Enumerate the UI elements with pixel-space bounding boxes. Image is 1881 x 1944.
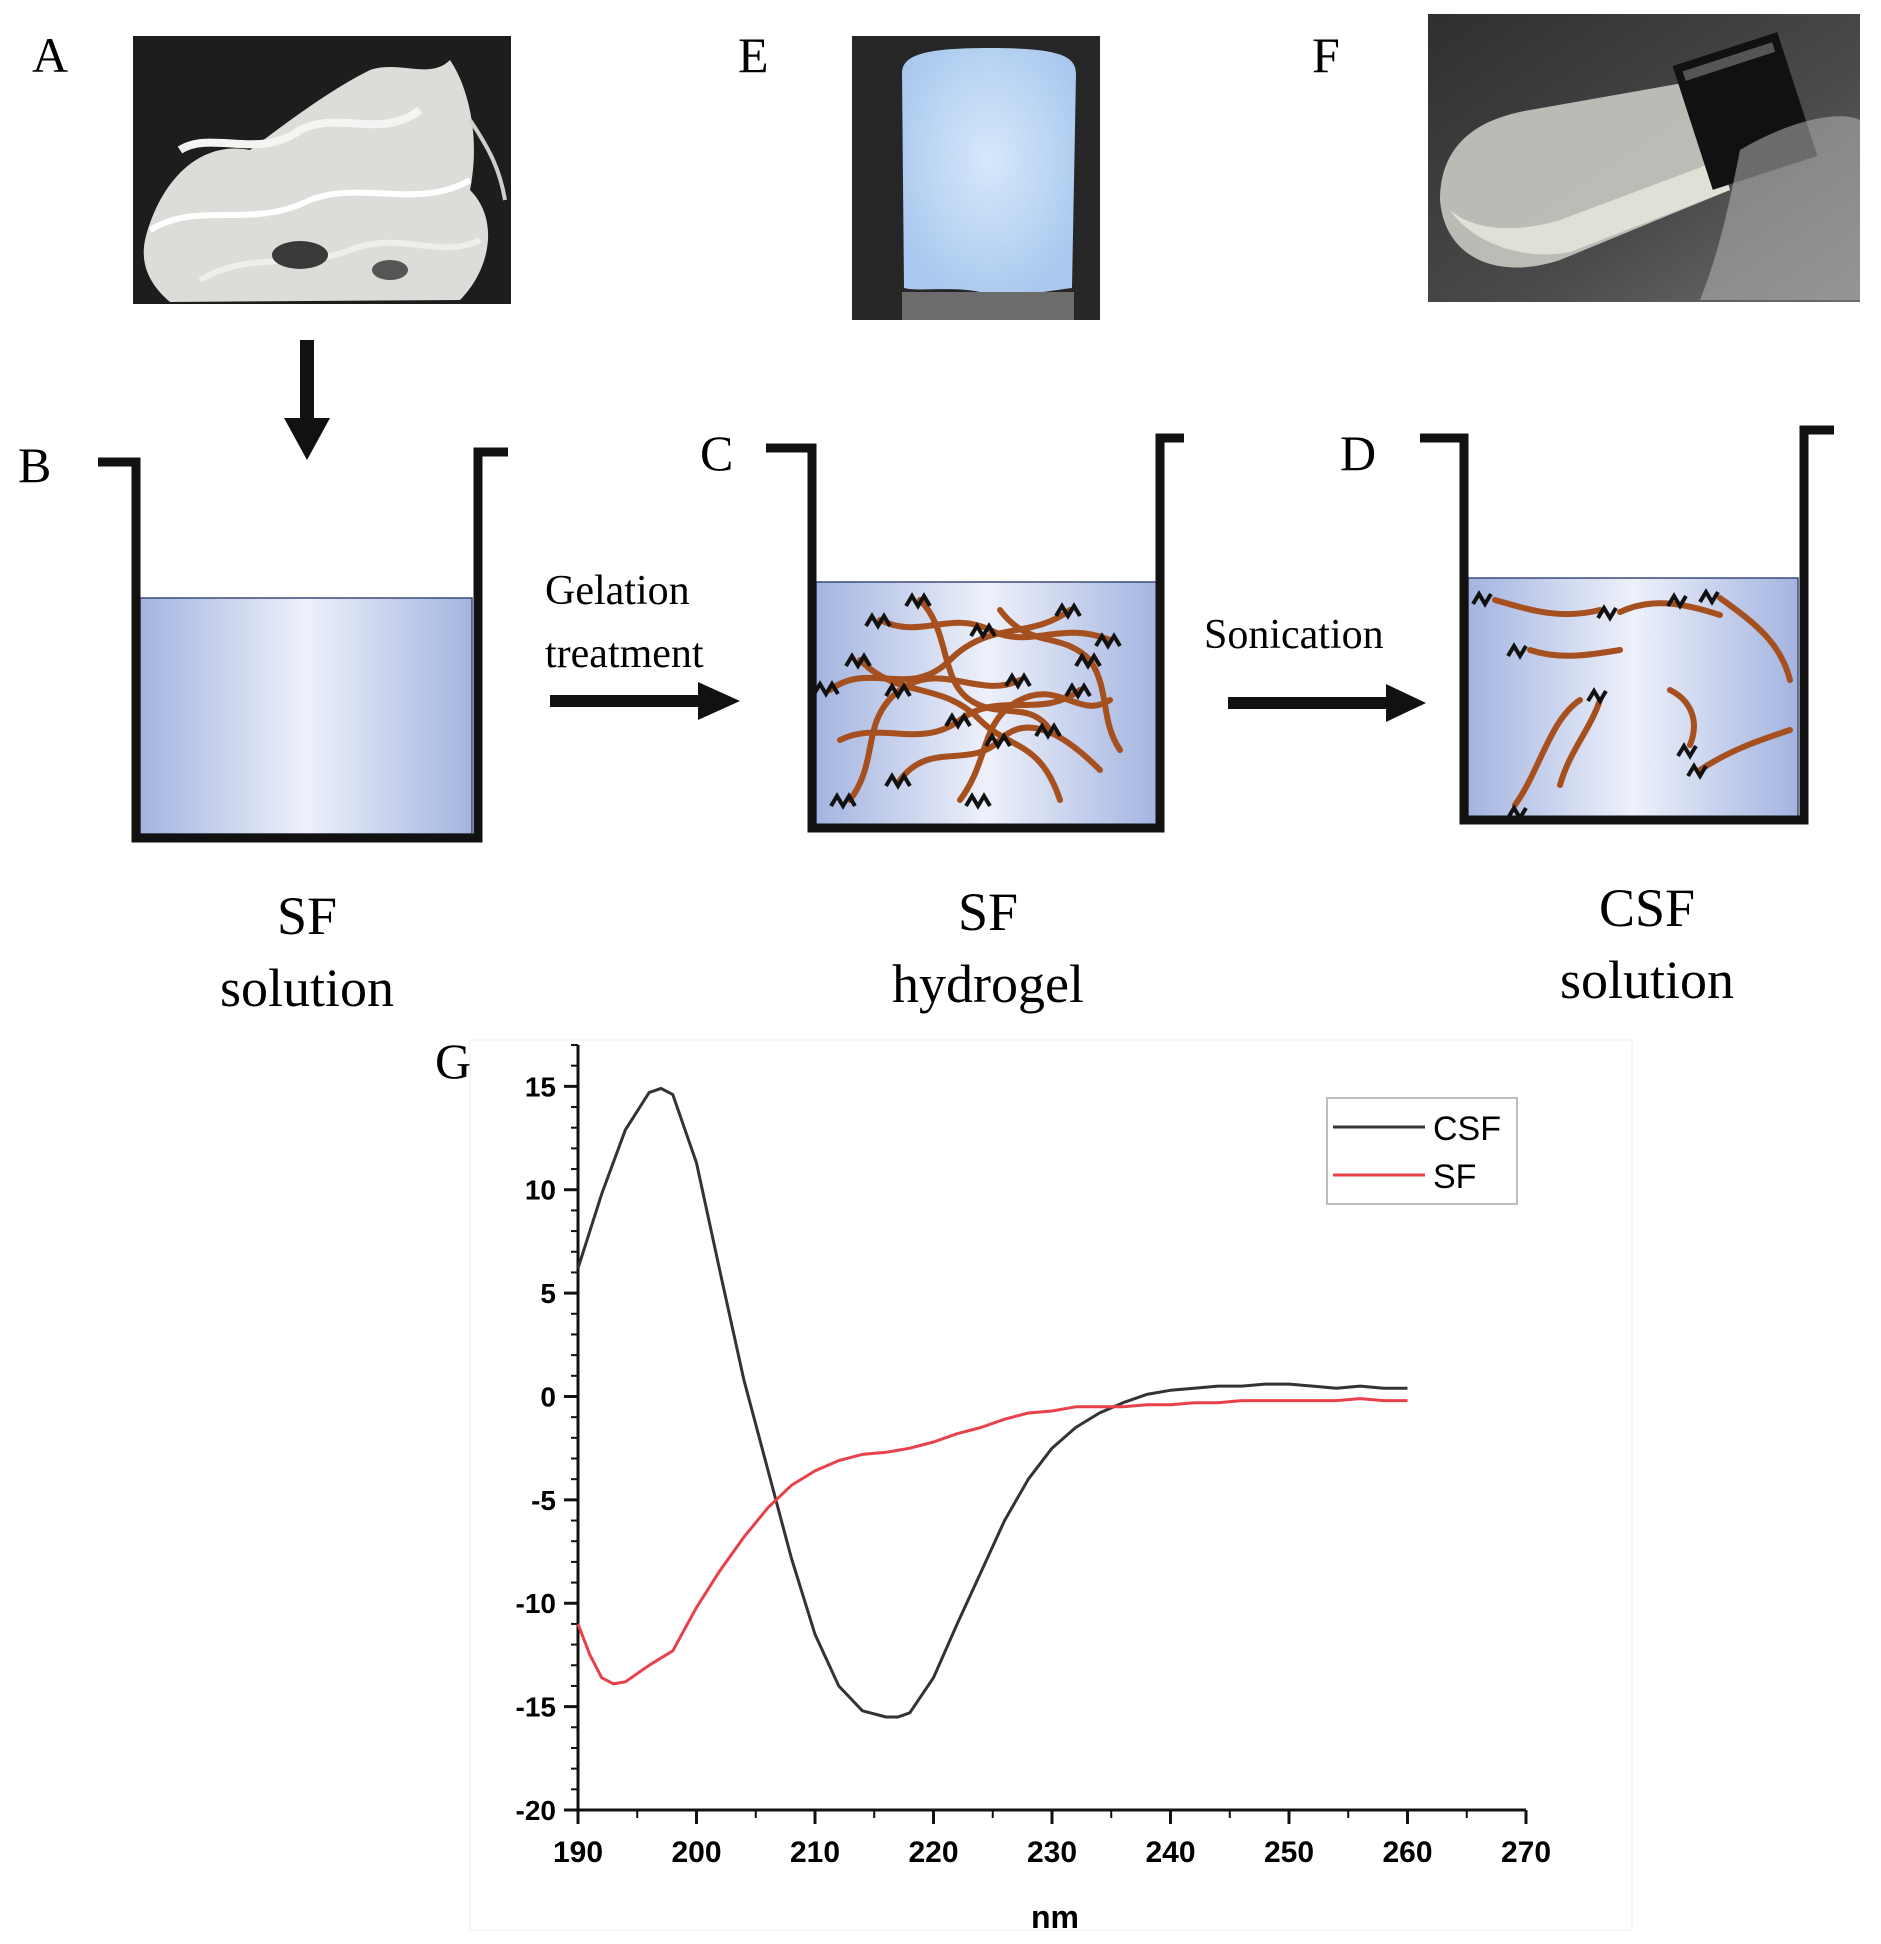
fiber-strand	[827, 607, 1073, 693]
x-tick-label: 220	[908, 1836, 958, 1869]
legend-csf-label: CSF	[1433, 1110, 1501, 1148]
x-tick-label: 230	[1027, 1836, 1077, 1869]
series-csf-line	[576, 1086, 1408, 1719]
y-tick-label: -10	[516, 1588, 556, 1619]
panel-label-g: G	[435, 1033, 471, 1089]
crosslink-segment	[1094, 632, 1122, 650]
crosslink-segment	[1471, 590, 1493, 608]
crosslink-segment	[1506, 642, 1528, 660]
photo-f-csf-vial	[1428, 14, 1860, 302]
crosslink-segment	[1034, 722, 1062, 740]
x-tick-label: 260	[1382, 1836, 1432, 1869]
panel-label-b: B	[18, 437, 51, 493]
fiber-fragment	[1667, 687, 1697, 748]
x-tick-label: 210	[790, 1836, 840, 1869]
crosslink-segment	[984, 732, 1012, 750]
crosslink-segment	[1698, 588, 1720, 606]
fiber-fragment	[1492, 597, 1603, 618]
caption-d-line1: CSF	[1599, 878, 1695, 938]
csf-fiber-fragments	[1471, 588, 1793, 822]
gelation-arrow: Gelation treatment	[545, 568, 740, 720]
crosslink-segment	[864, 612, 892, 630]
crosslink-segment	[1596, 604, 1618, 622]
y-tick-label: 10	[525, 1175, 556, 1206]
beaker-d-csf-solution	[1420, 425, 1834, 825]
sonication-label: Sonication	[1204, 612, 1384, 658]
legend-sf-label: SF	[1433, 1158, 1476, 1196]
x-tick-label: 190	[553, 1836, 603, 1869]
x-tick-label: 200	[671, 1836, 721, 1869]
crosslink-segment	[884, 682, 912, 700]
fiber-fragment	[1527, 647, 1623, 659]
fiber-fragment	[1717, 595, 1793, 683]
gelation-label-line1: Gelation	[545, 568, 690, 614]
sonication-arrow: Sonication	[1204, 612, 1426, 722]
chart-frame	[469, 1039, 1633, 1931]
chart-axes: 190 200 210 220 230 240 250 260 270 -20 -15 -10 -5 0 5…	[516, 1044, 1551, 1869]
crosslink-segment	[1064, 682, 1092, 700]
crosslink-segment	[904, 592, 932, 610]
hydrogel-fiber-network	[812, 592, 1123, 810]
crosslink-segment	[1054, 602, 1082, 620]
crosslink-segment	[1686, 762, 1708, 780]
panel-label-c: C	[700, 425, 733, 481]
y-tick-label: -15	[516, 1692, 556, 1723]
caption-b-line1: SF	[277, 886, 337, 946]
crosslink-segment	[1666, 592, 1688, 610]
gelation-label-line2: treatment	[545, 631, 704, 677]
y-tick-label: 0	[540, 1381, 556, 1412]
crosslink-segment	[944, 712, 972, 730]
panel-label-d: D	[1340, 425, 1376, 481]
beaker-c-sf-hydrogel	[766, 433, 1184, 833]
y-tick-label: -20	[516, 1795, 556, 1826]
crosslink-segment	[884, 772, 912, 790]
photo-e-hydrogel	[852, 36, 1100, 320]
cd-spectrum-chart: 190 200 210 220 230 240 250 260 270 -20 -15 -10 -5 0 5…	[469, 1039, 1633, 1935]
y-tick-label: -5	[531, 1485, 556, 1516]
x-axis-label: nm	[1031, 1899, 1079, 1935]
series-sf-line	[576, 1397, 1408, 1686]
x-tick-label: 240	[1145, 1836, 1195, 1869]
crosslink-segment	[1586, 687, 1608, 705]
chart-series-layer	[576, 1086, 1408, 1719]
x-tick-label: 270	[1501, 1836, 1551, 1869]
legend-box	[1326, 1097, 1518, 1205]
caption-c-line2: hydrogel	[892, 954, 1084, 1014]
panel-label-a: A	[32, 27, 68, 83]
caption-c-line1: SF	[958, 882, 1018, 942]
crosslink-segment	[964, 792, 992, 810]
beaker-b-sf-solution	[98, 447, 508, 843]
x-tick-label: 250	[1264, 1836, 1314, 1869]
crosslink-segment	[1506, 804, 1528, 822]
crosslink-segment	[1004, 672, 1032, 690]
fiber-fragment	[1697, 727, 1793, 773]
y-tick-label: 15	[525, 1071, 556, 1102]
caption-d-line2: solution	[1560, 950, 1734, 1010]
fiber-fragment	[1617, 600, 1723, 618]
crosslink-segment	[844, 652, 872, 670]
arrow-a-to-b	[284, 340, 330, 460]
crosslink-segment	[1074, 652, 1102, 670]
crosslink-segment	[1676, 742, 1698, 760]
fiber-strand	[957, 691, 1113, 803]
photo-a-silk-fibers	[133, 36, 511, 304]
panel-label-e: E	[738, 27, 769, 83]
crosslink-segment	[969, 622, 997, 640]
panel-label-f: F	[1312, 27, 1340, 83]
crosslink-segment	[812, 680, 840, 698]
fiber-fragment	[1512, 697, 1583, 808]
caption-b-line2: solution	[220, 958, 394, 1018]
fiber-fragment	[1557, 697, 1603, 788]
chart-legend: CSF SF	[1326, 1097, 1518, 1205]
fiber-strand	[857, 657, 1063, 803]
crosslink-segment	[829, 792, 857, 810]
y-tick-label: 5	[540, 1278, 556, 1309]
fiber-strand	[917, 597, 1053, 733]
